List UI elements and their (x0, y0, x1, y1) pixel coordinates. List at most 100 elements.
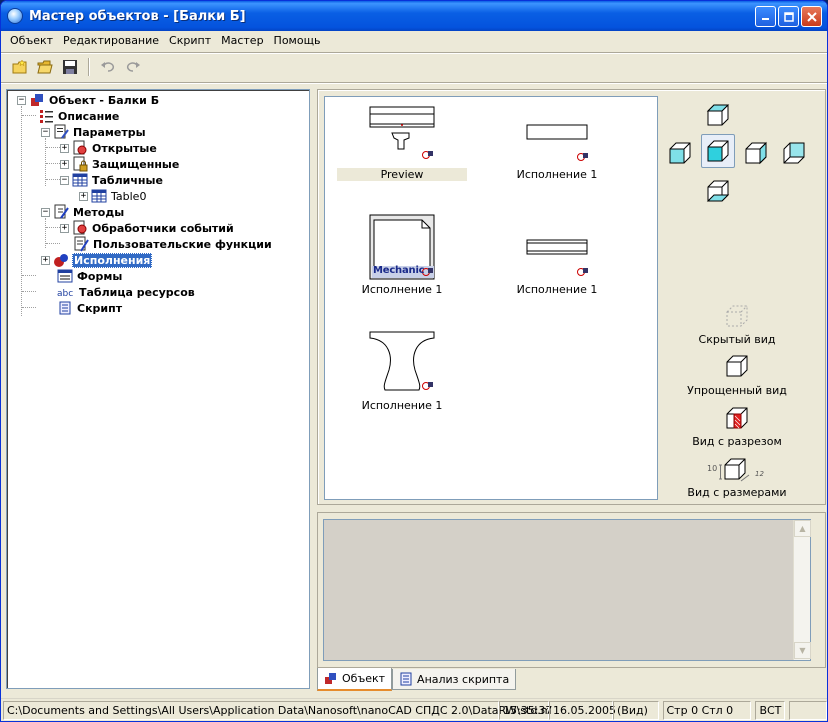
new-button[interactable] (9, 56, 31, 78)
tree-item-tabular[interactable]: − Табличные (60, 172, 164, 188)
event-handler-icon (72, 220, 88, 236)
tree-label: Исполнения (72, 252, 153, 268)
menu-edit[interactable]: Редактирование (63, 34, 160, 47)
redo-button[interactable] (122, 56, 144, 78)
script-icon (400, 672, 412, 686)
tree-item-resource-table[interactable]: abc Таблица ресурсов (57, 284, 196, 300)
menu-script[interactable]: Скрипт (169, 34, 212, 47)
save-icon (63, 60, 77, 74)
tree-item-executions[interactable]: + Исполнения (41, 252, 153, 268)
toolbar (1, 54, 827, 80)
output-scrollbar[interactable]: ▲ ▼ (793, 520, 811, 660)
status-empty (789, 700, 827, 720)
executions-gallery[interactable]: Preview Исполнение 1 Mechanic Исполнение (324, 96, 658, 500)
tree-item-open[interactable]: + Открытые (60, 140, 158, 156)
close-icon (806, 11, 817, 22)
tree-item-forms[interactable]: Формы (57, 268, 123, 284)
menu-bar: Объект Редактирование Скрипт Мастер Помо… (1, 31, 827, 51)
collapse-icon[interactable]: − (60, 174, 69, 185)
script-icon (57, 300, 73, 316)
script-output-area[interactable] (323, 519, 811, 661)
section-view-label[interactable]: Вид с разрезом (692, 435, 782, 448)
mechanic-label: Mechanic (373, 265, 425, 276)
expand-icon[interactable]: + (60, 158, 69, 169)
tree-label: Формы (77, 269, 123, 283)
menu-help[interactable]: Помощь (273, 34, 321, 47)
view-left-button[interactable] (663, 136, 697, 170)
tree-item-description[interactable]: Описание (38, 108, 120, 124)
tree-connector (22, 291, 36, 292)
open-folder-icon (37, 60, 53, 74)
object-icon (325, 672, 336, 684)
hidden-view-label[interactable]: Скрытый вид (698, 333, 776, 346)
menu-wizard[interactable]: Мастер (221, 34, 264, 47)
open-button[interactable] (34, 56, 56, 78)
tree-item-event-handlers[interactable]: + Обработчики событий (60, 220, 235, 236)
toolbar-separator-line (1, 82, 827, 84)
tree-item-user-functions[interactable]: Пользовательские функции (73, 236, 273, 252)
menu-object[interactable]: Объект (10, 34, 54, 47)
expand-icon[interactable]: + (60, 222, 69, 233)
hidden-cube-icon (726, 305, 748, 327)
tree-item-parameters[interactable]: − Параметры (41, 124, 147, 140)
tree-label: Скрипт (77, 301, 123, 315)
dimensions-view-label[interactable]: Вид с размерами (687, 486, 787, 499)
hidden-view-button[interactable] (721, 301, 753, 331)
scroll-up-arrow[interactable]: ▲ (794, 520, 811, 537)
tab-script-analysis[interactable]: Анализ скрипта (392, 669, 517, 690)
tree-connector (45, 138, 46, 186)
maximize-icon (783, 11, 794, 22)
status-time: 15:35:37 (499, 700, 552, 720)
section-cube-icon (726, 407, 748, 429)
dim-label-left: 10 (707, 464, 718, 473)
gallery-item-execution[interactable] (492, 105, 622, 165)
view-front-button[interactable] (701, 134, 735, 168)
cube-back-icon (783, 142, 805, 164)
dimensions-view-button[interactable]: 10 12 (703, 454, 769, 484)
simplified-view-button[interactable] (721, 351, 753, 381)
cube-left-icon (669, 142, 691, 164)
section-view-button[interactable] (721, 403, 753, 433)
undo-button[interactable] (97, 56, 119, 78)
expand-icon[interactable]: + (41, 254, 50, 265)
save-button[interactable] (59, 56, 81, 78)
tree-item-root[interactable]: − Объект - Балки Б (17, 92, 160, 108)
view-right-button[interactable] (739, 136, 773, 170)
simplified-view-label[interactable]: Упрощенный вид (687, 384, 787, 397)
tree-item-protected[interactable]: + Защищенные (60, 156, 180, 172)
gallery-item-execution[interactable] (337, 330, 467, 396)
maximize-button[interactable] (778, 6, 799, 27)
tab-object[interactable]: Объект (317, 668, 393, 691)
gallery-item-execution[interactable]: Mechanic (337, 214, 467, 280)
view-top-button[interactable] (701, 98, 735, 132)
minimize-button[interactable] (755, 6, 776, 27)
tree-connector (46, 163, 60, 164)
status-bar: C:\Documents and Settings\All Users\Appl… (1, 698, 827, 721)
tree-label: Параметры (73, 125, 146, 139)
expand-icon[interactable]: + (60, 142, 69, 153)
expand-icon[interactable]: + (79, 190, 88, 201)
tree-item-script[interactable]: Скрипт (57, 300, 123, 316)
collapse-icon[interactable]: − (41, 206, 50, 217)
scroll-down-arrow[interactable]: ▼ (794, 642, 811, 659)
gallery-label: Исполнение 1 (361, 283, 443, 296)
svg-text:abc: abc (57, 289, 73, 299)
tree-item-table0[interactable]: + Table0 (79, 188, 147, 204)
tree-connector (21, 106, 22, 316)
tree-item-methods[interactable]: − Методы (41, 204, 125, 220)
tree-label: Пользовательские функции (93, 237, 272, 251)
object-tree[interactable]: − Объект - Балки Б Описание − Параметры … (6, 89, 310, 689)
view-bottom-button[interactable] (701, 174, 735, 208)
view-back-button[interactable] (777, 136, 811, 170)
gallery-item-preview[interactable] (337, 105, 467, 165)
collapse-icon[interactable]: − (41, 126, 50, 137)
title-bar[interactable]: Мастер объектов - [Балки Б] (1, 1, 827, 31)
simple-cube-icon (726, 355, 748, 377)
methods-icon (53, 204, 69, 220)
list-icon (38, 108, 54, 124)
tree-label: Обработчики событий (92, 221, 234, 235)
gallery-label: Исполнение 1 (516, 168, 598, 181)
close-button[interactable] (801, 6, 822, 27)
collapse-icon[interactable]: − (17, 94, 26, 105)
gallery-item-execution[interactable] (492, 214, 622, 280)
